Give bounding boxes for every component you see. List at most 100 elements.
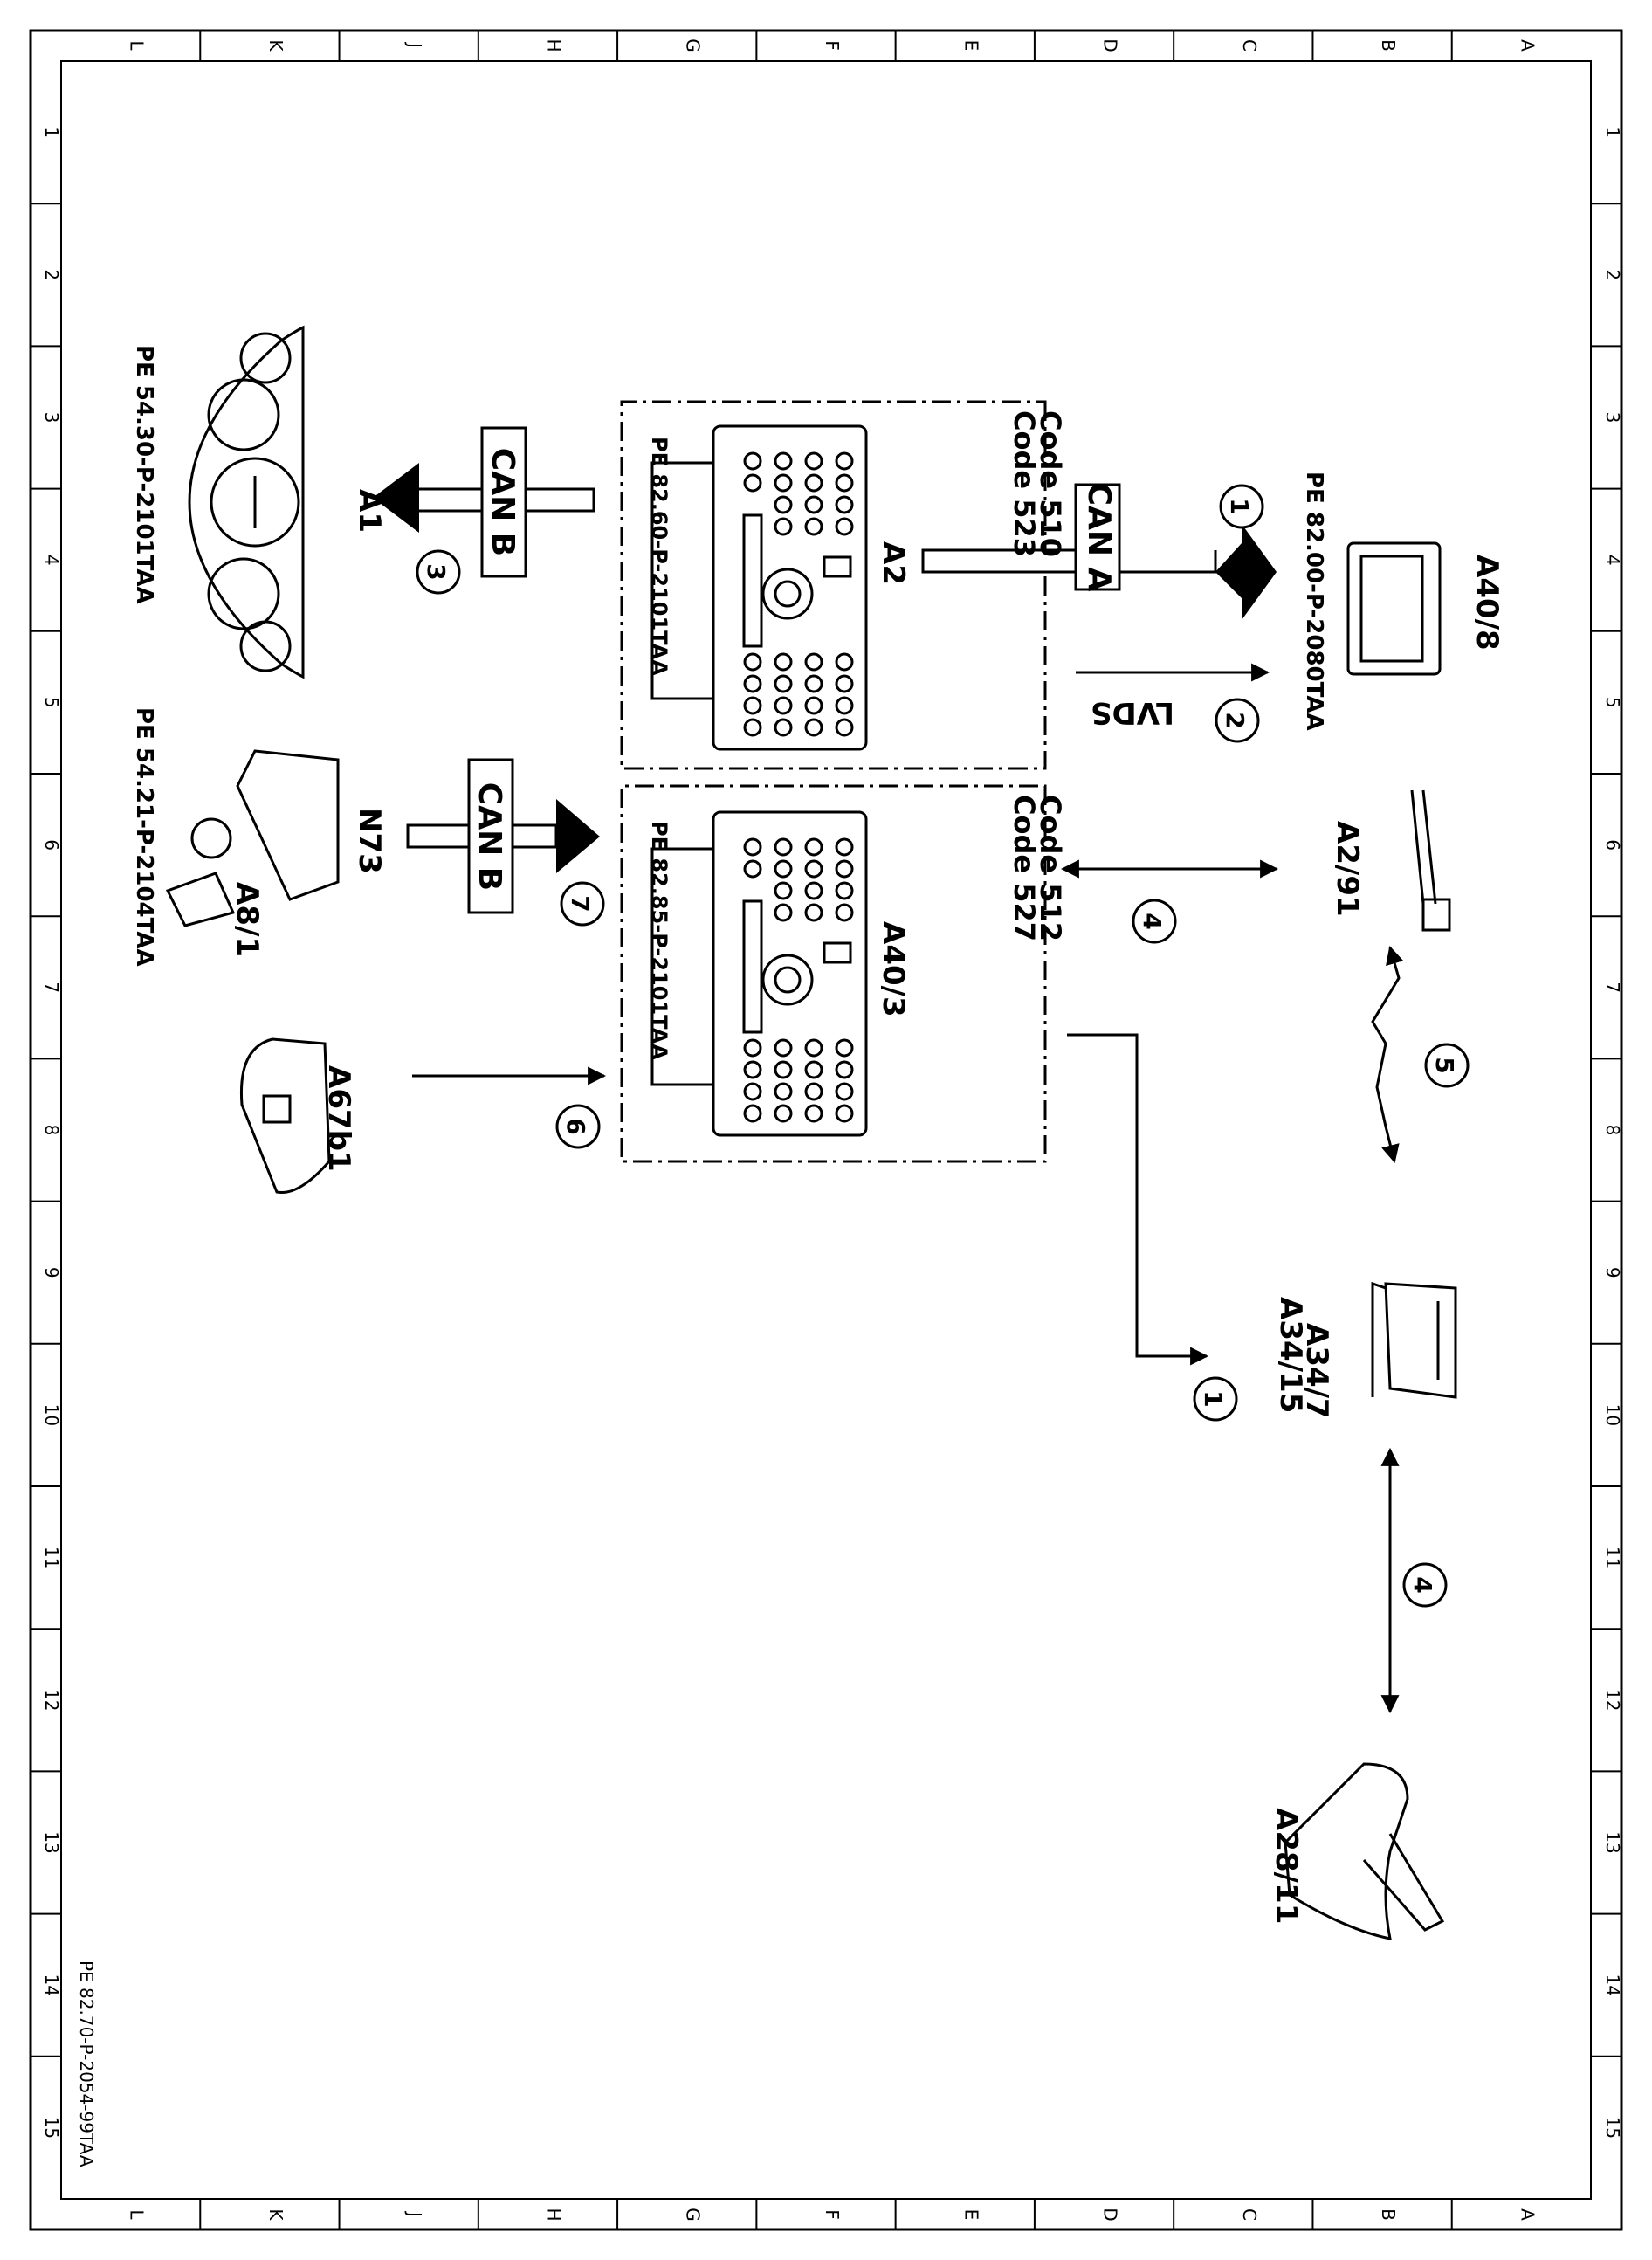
grid-number-right: 13 [1602, 1831, 1623, 1853]
marker-7: 7 [560, 881, 605, 927]
grid-number-right: 8 [1602, 1125, 1623, 1136]
a40-3-unit-box [620, 784, 1047, 1163]
grid-number-left: 8 [41, 1125, 62, 1136]
ref-a40-3: PE 82.85-P-2101TAA [647, 821, 671, 1060]
svg-text:4: 4 [1138, 913, 1167, 929]
can-b-a1-label: CAN B [485, 448, 520, 556]
can-b-a1-arrow: CAN B [373, 426, 595, 578]
marker-5: 5 [1424, 1043, 1470, 1088]
grid-number-right: 14 [1602, 1974, 1623, 1995]
a2-unit-box [620, 400, 1047, 770]
can-a-label: CAN A [1081, 483, 1117, 592]
grid-number-left: 2 [41, 269, 62, 280]
can-b-n73-label: CAN B [472, 782, 507, 891]
lvds-arrow: LVDS [1076, 663, 1270, 730]
grid-letter-bottom: G [683, 2208, 704, 2222]
svg-text:3: 3 [422, 563, 451, 580]
ref-n73: PE 54.21-P-2104TAA [131, 707, 157, 967]
grid-letter-bottom: A [1517, 2208, 1538, 2221]
grid-letter-bottom: F [822, 2209, 843, 2220]
grid-number-left: 15 [41, 2117, 62, 2139]
grid-number-right: 6 [1602, 839, 1623, 851]
diagram-body: CAN A LVDS CAN B CAN B 1 2 3 4 5 6 [131, 325, 1504, 1940]
svg-text:7: 7 [566, 895, 595, 912]
grid-letter-top: C [1239, 39, 1260, 52]
mirror-icon [239, 1037, 331, 1195]
marker-4-upper: 4 [1132, 899, 1177, 944]
label-a2: A2 [876, 541, 911, 585]
grid-number-left: 3 [41, 412, 62, 424]
can-a-arrow: CAN A [921, 483, 1277, 620]
radio-link-zigzag [1371, 945, 1404, 1164]
ref-a1: PE 54.30-P-2101TAA [131, 345, 157, 604]
grid-letter-bottom: L [127, 2209, 148, 2220]
grid-letter-top: H [543, 38, 564, 52]
grid-letter-top: G [683, 38, 704, 52]
grid-number-left: 11 [41, 1547, 62, 1568]
marker-6: 6 [555, 1104, 601, 1149]
grid-number-right: 4 [1602, 555, 1623, 566]
label-n73: N73 [352, 808, 387, 874]
label-a8-1: A8/1 [230, 882, 265, 957]
label-a34-15: A34/15 [1273, 1297, 1308, 1413]
marker-1-lower: 1 [1193, 1376, 1238, 1422]
grid-letter-bottom: D [1100, 2208, 1121, 2221]
grid-number-left: 12 [41, 1689, 62, 1711]
marker-2: 2 [1215, 698, 1260, 743]
svg-text:1: 1 [1225, 498, 1254, 514]
grid-letter-top: K [265, 39, 286, 52]
label-a28-11: A28/11 [1269, 1808, 1304, 1924]
grid-number-left: 5 [41, 697, 62, 708]
page-frame [29, 29, 1623, 2231]
code-a40-3-2: Code 527 [1008, 795, 1041, 941]
grid-number-right: 7 [1602, 982, 1623, 993]
grid-number-left: 9 [41, 1267, 62, 1278]
grid-letter-top: J [404, 41, 425, 48]
grid-number-right: 3 [1602, 412, 1623, 424]
grid-number-right: 2 [1602, 269, 1623, 280]
a40-3-radio-icon [650, 810, 868, 1137]
label-a34-7: A34/7 [1299, 1323, 1334, 1419]
grid-letter-top: B [1378, 39, 1399, 52]
label-a40-3: A40/3 [876, 921, 911, 1017]
code-a2-2: Code 523 [1008, 410, 1041, 557]
grid-ticks [31, 31, 1621, 2229]
grid-number-left: 1 [41, 127, 62, 138]
grid-letter-bottom: H [543, 2208, 564, 2221]
grid-letter-top: F [822, 40, 843, 51]
marker-4-lower: 4 [1402, 1562, 1448, 1608]
grid-number-right: 15 [1602, 2117, 1623, 2139]
code-a2-1: Code 510 [1034, 410, 1067, 557]
antenna-icon [1410, 789, 1451, 932]
code-a40-3-1: Code 512 [1034, 795, 1067, 941]
grid-number-left: 6 [41, 839, 62, 851]
grid-number-left: 13 [41, 1831, 62, 1853]
can-b-n73-arrow: CAN B [406, 758, 600, 914]
grid-letter-bottom: B [1378, 2208, 1399, 2221]
marker-3: 3 [416, 549, 461, 595]
svg-text:4: 4 [1408, 1576, 1437, 1593]
grid-letter-bottom: K [265, 2208, 286, 2221]
grid-letter-top: E [960, 40, 981, 52]
instrument-cluster-icon [188, 325, 305, 679]
marker-1-top: 1 [1219, 484, 1264, 529]
grid-letter-bottom: C [1239, 2208, 1260, 2221]
grid-number-left: 4 [41, 555, 62, 566]
grid-number-right: 5 [1602, 697, 1623, 708]
label-a40-8: A40/8 [1470, 555, 1504, 651]
label-a2-91: A2/91 [1330, 821, 1365, 917]
label-a67b1: A67b1 [321, 1065, 356, 1172]
grid-number-right: 12 [1602, 1689, 1623, 1711]
grid-letter-bottom: E [960, 2209, 981, 2221]
svg-text:6: 6 [561, 1118, 590, 1134]
svg-text:1: 1 [1199, 1390, 1228, 1407]
lvds-label: LVDS [1091, 695, 1174, 730]
ignition-switch-icon [165, 749, 340, 927]
grid-number-right: 9 [1602, 1267, 1623, 1278]
svg-text:2: 2 [1221, 712, 1249, 728]
grid-number-left: 14 [41, 1974, 62, 1995]
svg-text:5: 5 [1430, 1057, 1459, 1073]
grid-number-right: 11 [1602, 1547, 1623, 1568]
